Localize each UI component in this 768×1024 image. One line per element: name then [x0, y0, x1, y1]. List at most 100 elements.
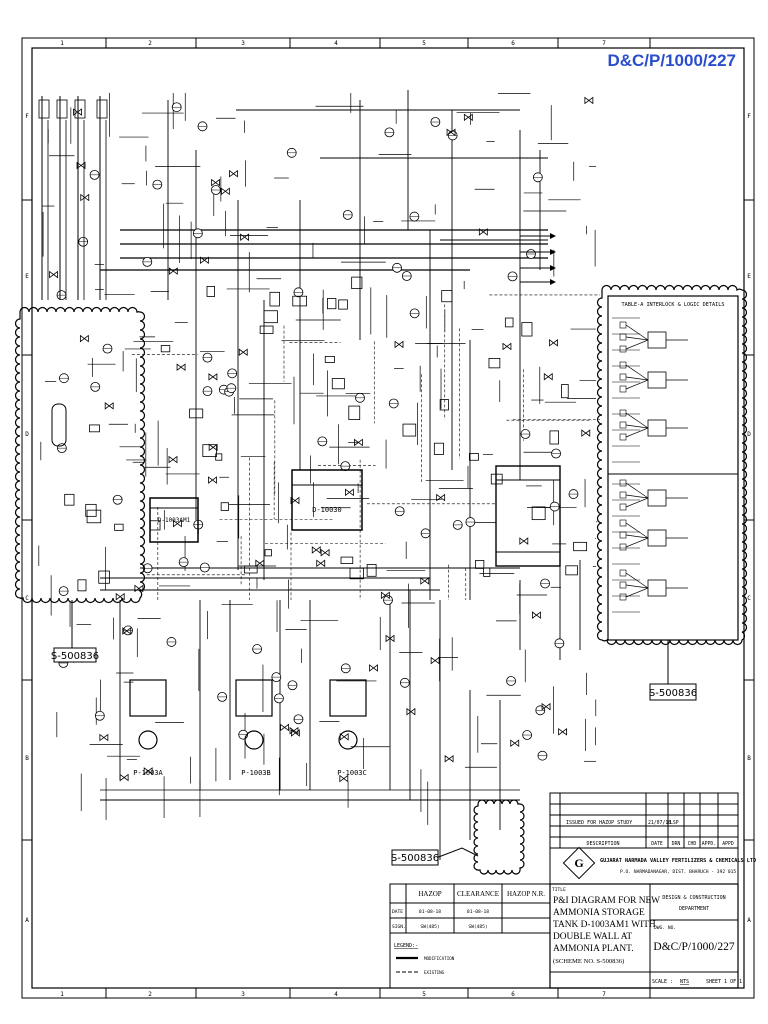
- valve-symbol: [478, 228, 488, 236]
- logic-block: [647, 331, 667, 349]
- zone-col-label: 1: [60, 991, 64, 998]
- instrument-block: [490, 473, 503, 485]
- instrument-block: [263, 310, 278, 324]
- instrument-block: [220, 502, 229, 511]
- offpage-arrow: [550, 265, 556, 271]
- company-logo: G: [562, 846, 596, 880]
- valve-symbol: [119, 773, 129, 782]
- revision-row-date: 21/07/18: [648, 820, 671, 826]
- valve-symbol: [122, 627, 132, 635]
- instrument-block: [561, 384, 569, 399]
- zone-row-label: D: [25, 431, 29, 438]
- valve-symbol: [289, 726, 299, 735]
- instrument-block: [439, 399, 449, 411]
- valve-symbol: [584, 96, 594, 105]
- zone-row-label: F: [747, 113, 751, 120]
- valve-symbol: [339, 774, 349, 783]
- valve-symbol: [430, 656, 440, 665]
- dwg-number: D&C/P/1000/227: [653, 941, 734, 953]
- drain-pot: [51, 403, 67, 447]
- hazop-row-label: DATE: [392, 909, 403, 915]
- valve-symbol: [80, 193, 90, 202]
- valve-symbol: [73, 108, 82, 116]
- callout-bottom-label: S-500836: [391, 853, 439, 864]
- hazop-header-clearance: CLEARANCE: [457, 890, 499, 898]
- instrument-block: [269, 291, 280, 307]
- valve-symbol: [510, 739, 520, 747]
- instrument-block: [160, 345, 171, 353]
- revision-cloud-bottom: [473, 799, 525, 875]
- revision-header-date: DATE: [651, 841, 663, 847]
- pump-label: P-1003C: [337, 769, 367, 777]
- instrument-block: [402, 423, 417, 437]
- zone-row-label: A: [25, 917, 29, 924]
- revision-table: ISSUED FOR HAZOP STUDY 21/07/18 LSP DESC…: [549, 792, 739, 849]
- valve-symbol: [436, 493, 446, 502]
- instrument-block: [433, 442, 444, 455]
- title-line: AMMONIA PLANT.: [553, 944, 634, 954]
- revision-row-by: LSP: [670, 820, 679, 826]
- valve-symbol: [581, 429, 591, 437]
- valve-symbol: [280, 723, 289, 732]
- zone-row-label: F: [25, 113, 29, 120]
- title-line: AMMONIA STORAGE: [553, 908, 645, 918]
- zone-col-label: 7: [602, 991, 606, 998]
- instrument-block: [348, 405, 361, 420]
- valve-symbol: [176, 363, 186, 371]
- scale-label: SCALE :: [652, 979, 673, 985]
- instrument-block: [259, 325, 274, 334]
- offpage-arrow: [550, 279, 556, 285]
- valve-symbol: [549, 339, 558, 347]
- title-line: P&I DIAGRAM FOR NEW: [553, 896, 660, 906]
- instrument-block: [565, 565, 578, 576]
- instrument-block: [292, 295, 308, 307]
- instrument-block: [327, 298, 337, 310]
- valve-symbol: [543, 372, 553, 381]
- instrument-block: [114, 523, 124, 531]
- revision-cloud-right: [596, 284, 748, 646]
- callout-right: S-500836: [649, 683, 697, 701]
- callout-right-label: S-500836: [649, 688, 697, 699]
- zone-col-label: 1: [60, 40, 64, 47]
- instrument-block: [89, 424, 100, 433]
- company-name: GUJARAT NARMADA VALLEY FERTILIZERS & CHE…: [600, 858, 756, 864]
- valve-symbol: [320, 548, 330, 557]
- valve-symbol: [394, 340, 404, 349]
- zone-row-label: C: [747, 595, 751, 602]
- title-scheme: (SCHEME NO. S-500836): [553, 958, 624, 965]
- valve-symbol: [220, 187, 230, 196]
- valve-symbol: [208, 373, 218, 381]
- valve-symbol: [385, 634, 395, 643]
- revision-cloud-left: [14, 306, 146, 604]
- revision-header-description: DESCRIPTION: [586, 841, 619, 847]
- callout-left-label: S-500836: [51, 651, 99, 662]
- zone-col-label: 6: [511, 991, 515, 998]
- instrument-block: [441, 290, 453, 303]
- valve-symbol: [115, 592, 125, 601]
- zone-col-label: 4: [334, 991, 338, 998]
- valve-symbol: [558, 727, 568, 736]
- zone-row-label: A: [747, 917, 751, 924]
- interlock-panel: TABLE-A INTERLOCK & LOGIC DETAILS: [607, 295, 739, 641]
- hazop-row-label: SIGN.: [392, 924, 406, 930]
- valve-symbol: [229, 169, 238, 178]
- valve-symbol: [519, 537, 529, 545]
- zone-col-label: 7: [602, 40, 606, 47]
- instrument-block: [86, 509, 102, 524]
- callout-bottom: S-500836: [391, 849, 439, 866]
- valve-symbol: [444, 754, 454, 763]
- company-address: P.O. NARMADANAGAR, DIST. BHARUCH - 392 0…: [620, 869, 736, 875]
- valve-symbol: [143, 767, 153, 775]
- valve-symbol: [345, 488, 354, 497]
- revision-header-drn: DRN: [672, 841, 681, 847]
- zone-col-label: 2: [148, 991, 152, 998]
- valve-symbol: [291, 729, 300, 737]
- valve-symbol: [255, 559, 265, 568]
- sheet-text: SHEET 1 OF 1: [706, 979, 742, 985]
- instrument-block: [468, 453, 479, 461]
- interlock-logic-lines: [612, 317, 688, 613]
- instrument-block: [483, 567, 491, 577]
- legend-title: LEGEND:-: [394, 943, 418, 949]
- vessel-right: [495, 465, 561, 567]
